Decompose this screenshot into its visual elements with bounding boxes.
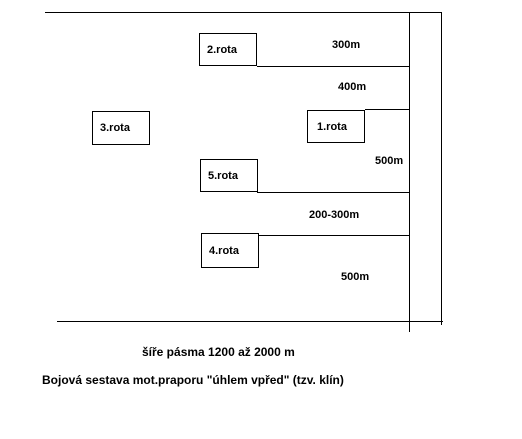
distance-label-400m: 400m [338,81,367,93]
distance-label-500m-upper: 500m [375,155,404,167]
zone-width-caption: šíře pásma 1200 až 2000 m [142,345,295,359]
depth-line-4-rota [259,235,410,236]
depth-line-1-rota [365,109,410,110]
bottom-boundary-line [57,321,443,322]
company-4-box: 4.rota [201,233,259,268]
depth-line-5-rota [257,192,410,193]
diagram-title-caption: Bojová sestava mot.praporu "úhlem vpřed"… [42,373,344,387]
company-4-label: 4.rota [209,244,239,257]
distance-label-500m-lower: 500m [341,271,370,283]
top-boundary-line [45,12,442,13]
distance-label-200-300m: 200-300m [309,209,360,221]
company-3-box: 3.rota [92,111,150,145]
company-1-box: 1.rota [307,110,365,143]
company-3-label: 3.rota [100,122,130,134]
company-2-label: 2.rota [207,43,237,56]
company-1-label: 1.rota [317,120,347,133]
company-2-box: 2.rota [199,33,257,66]
depth-line-2-rota [257,66,410,67]
front-line-right [441,12,442,325]
company-5-box: 5.rota [200,159,258,192]
distance-label-300m: 300m [332,39,361,51]
company-5-label: 5.rota [208,169,238,182]
front-line-left [409,12,410,332]
